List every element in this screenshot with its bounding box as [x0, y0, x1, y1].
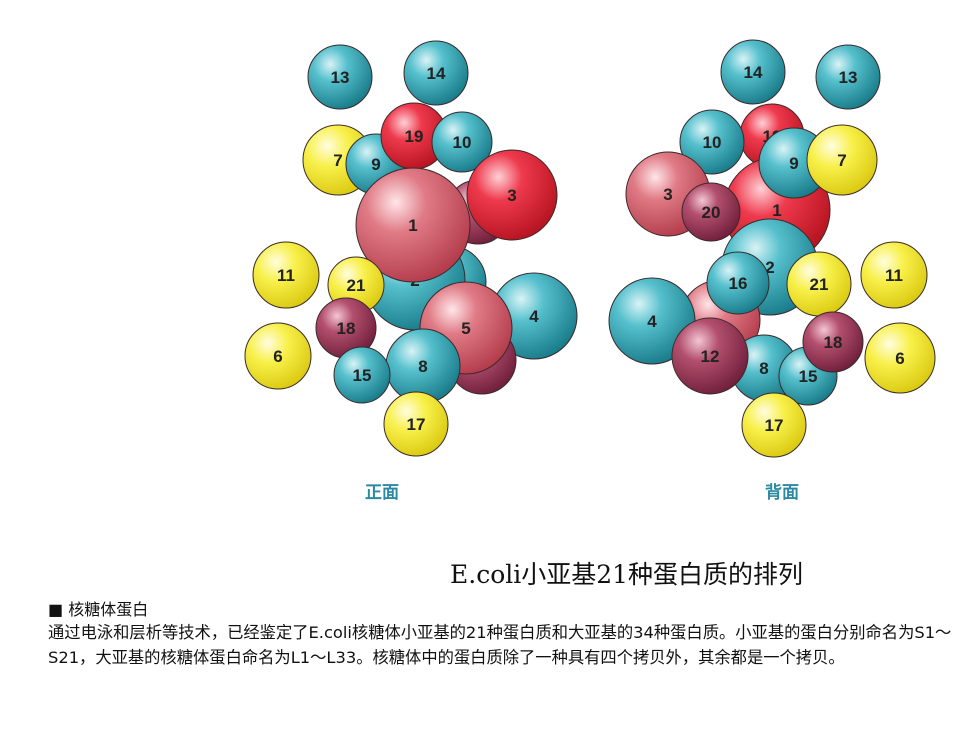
protein-label-16: 16 — [729, 274, 748, 293]
protein-label-1: 1 — [408, 216, 417, 235]
protein-sphere-10 — [431, 111, 493, 173]
protein-sphere-18 — [802, 311, 864, 373]
protein-label-4: 4 — [647, 312, 657, 331]
front-view: 131479191032111214518681517 — [244, 40, 578, 457]
protein-label-20: 20 — [702, 203, 721, 222]
back-view: 14131910139720241621118151218617 — [608, 39, 936, 458]
protein-sphere-10 — [679, 109, 745, 175]
protein-sphere-11 — [860, 241, 928, 309]
protein-label-8: 8 — [759, 359, 768, 378]
protein-label-9: 9 — [789, 154, 798, 173]
protein-label-6: 6 — [273, 347, 282, 366]
protein-sphere-14 — [720, 39, 786, 105]
protein-label-15: 15 — [353, 366, 372, 385]
protein-label-3: 3 — [663, 185, 672, 204]
ribosome-protein-diagram: 131479191032111214518681517 141319101397… — [244, 39, 936, 458]
protein-sphere-7 — [806, 124, 878, 196]
protein-label-4: 4 — [529, 307, 539, 326]
protein-label-6: 6 — [895, 349, 904, 368]
protein-label-12: 12 — [701, 347, 720, 366]
protein-label-7: 7 — [333, 151, 342, 170]
protein-label-2: 2 — [765, 258, 774, 277]
protein-sphere-16 — [706, 251, 770, 315]
protein-label-14: 14 — [744, 63, 763, 82]
protein-label-3: 3 — [507, 186, 516, 205]
protein-sphere-15 — [333, 346, 391, 404]
protein-sphere-17 — [383, 391, 449, 457]
protein-sphere-1 — [355, 167, 471, 283]
protein-sphere-11 — [252, 241, 320, 309]
protein-label-17: 17 — [765, 416, 784, 435]
section-body-text: 通过电泳和层析等技术，已经鉴定了E.coli核糖体小亚基的21种蛋白质和大亚基的… — [48, 623, 952, 667]
protein-label-21: 21 — [347, 276, 366, 295]
protein-label-11: 11 — [885, 266, 903, 285]
protein-sphere-17 — [741, 392, 807, 458]
protein-label-10: 10 — [703, 133, 722, 152]
protein-sphere-12 — [671, 317, 749, 395]
protein-label-18: 18 — [824, 333, 843, 352]
protein-sphere-13 — [815, 44, 881, 110]
protein-label-19: 19 — [405, 127, 424, 146]
protein-sphere-6 — [864, 322, 936, 394]
protein-label-1: 1 — [772, 201, 781, 220]
protein-label-5: 5 — [461, 319, 470, 338]
protein-label-11: 11 — [277, 266, 295, 285]
protein-label-13: 13 — [839, 68, 858, 87]
front-view-label: 正面 — [365, 483, 399, 503]
figure-caption: E.coli小亚基21种蛋白质的排列 — [450, 560, 804, 589]
protein-label-7: 7 — [837, 151, 846, 170]
protein-sphere-13 — [307, 44, 373, 110]
back-view-label: 背面 — [765, 483, 799, 503]
protein-label-13: 13 — [331, 68, 350, 87]
protein-label-8: 8 — [418, 357, 427, 376]
protein-sphere-20 — [681, 182, 741, 242]
protein-label-9: 9 — [371, 155, 380, 174]
protein-label-21: 21 — [810, 275, 829, 294]
protein-sphere-3 — [466, 149, 558, 241]
section-heading: ■ 核糖体蛋白 — [48, 600, 149, 619]
protein-sphere-6 — [244, 322, 312, 390]
protein-sphere-14 — [403, 40, 469, 106]
protein-label-14: 14 — [427, 64, 446, 83]
protein-label-17: 17 — [407, 415, 426, 434]
protein-label-18: 18 — [337, 319, 356, 338]
protein-label-15: 15 — [799, 367, 818, 386]
protein-label-10: 10 — [453, 133, 472, 152]
